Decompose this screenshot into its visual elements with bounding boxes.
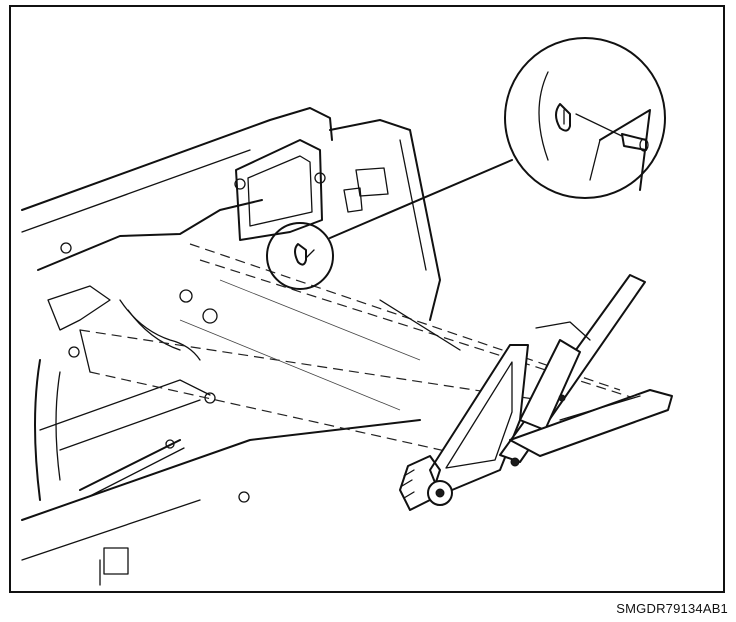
door-pillar [329, 119, 441, 321]
lower-rail [79, 439, 185, 497]
door-inner-panel [21, 107, 421, 586]
figure-border [9, 5, 725, 593]
speaker-mount [234, 139, 326, 241]
window-regulator [399, 274, 673, 511]
figure-caption: SMGDR79134AB1 [616, 601, 728, 616]
detail-callout [266, 37, 666, 290]
